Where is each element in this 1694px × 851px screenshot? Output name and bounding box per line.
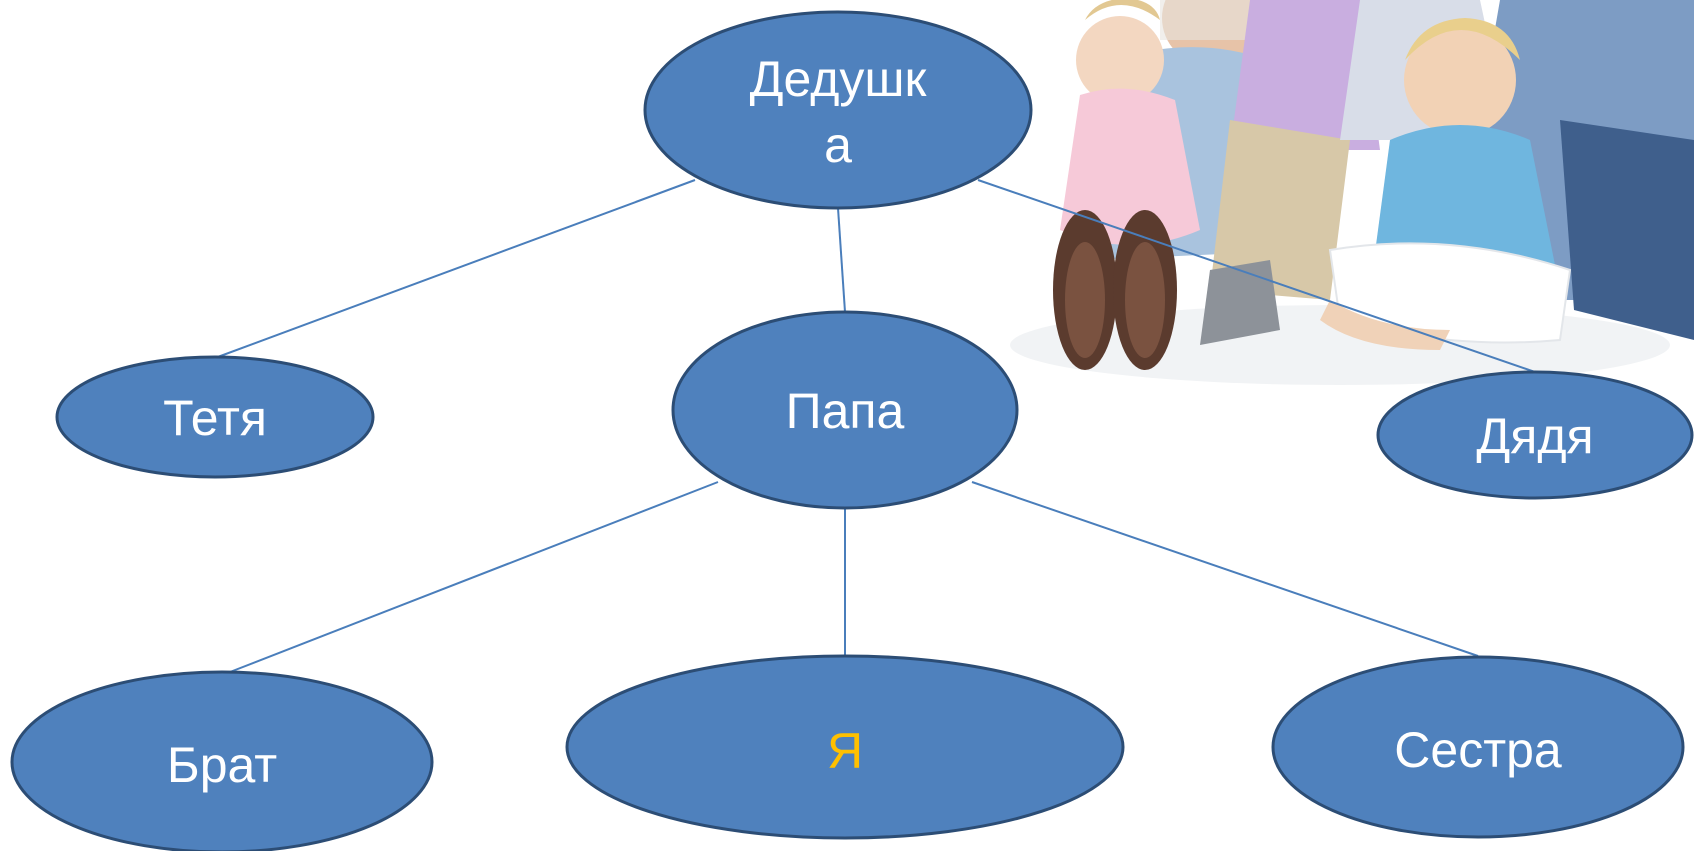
node-aunt-label: Тетя <box>163 390 267 446</box>
edge-grandpa-dad <box>837 207 846 313</box>
node-brother: Брат <box>10 670 434 851</box>
node-sister-label: Сестра <box>1394 722 1562 778</box>
edge-grandpa-uncle <box>977 179 1536 373</box>
node-sister: Сестра <box>1271 655 1685 839</box>
edge-dad-brother <box>229 481 719 673</box>
node-brother-label: Брат <box>167 737 277 793</box>
edge-grandpa-aunt <box>214 179 696 359</box>
node-uncle: Дядя <box>1376 370 1694 500</box>
node-dad: Папа <box>671 310 1019 510</box>
node-grandpa: Дедушк а <box>643 10 1033 210</box>
family-photo <box>1010 0 1694 385</box>
node-aunt: Тетя <box>55 355 375 479</box>
node-me-label: Я <box>827 723 863 779</box>
edge-dad-sister <box>971 481 1479 657</box>
connectors <box>214 179 1536 673</box>
node-grandpa-label-line2: а <box>824 117 852 173</box>
node-me: Я <box>565 654 1125 840</box>
node-dad-label: Папа <box>786 383 905 439</box>
node-grandpa-label-line1: Дедушк <box>750 51 928 107</box>
node-uncle-label: Дядя <box>1476 408 1593 464</box>
